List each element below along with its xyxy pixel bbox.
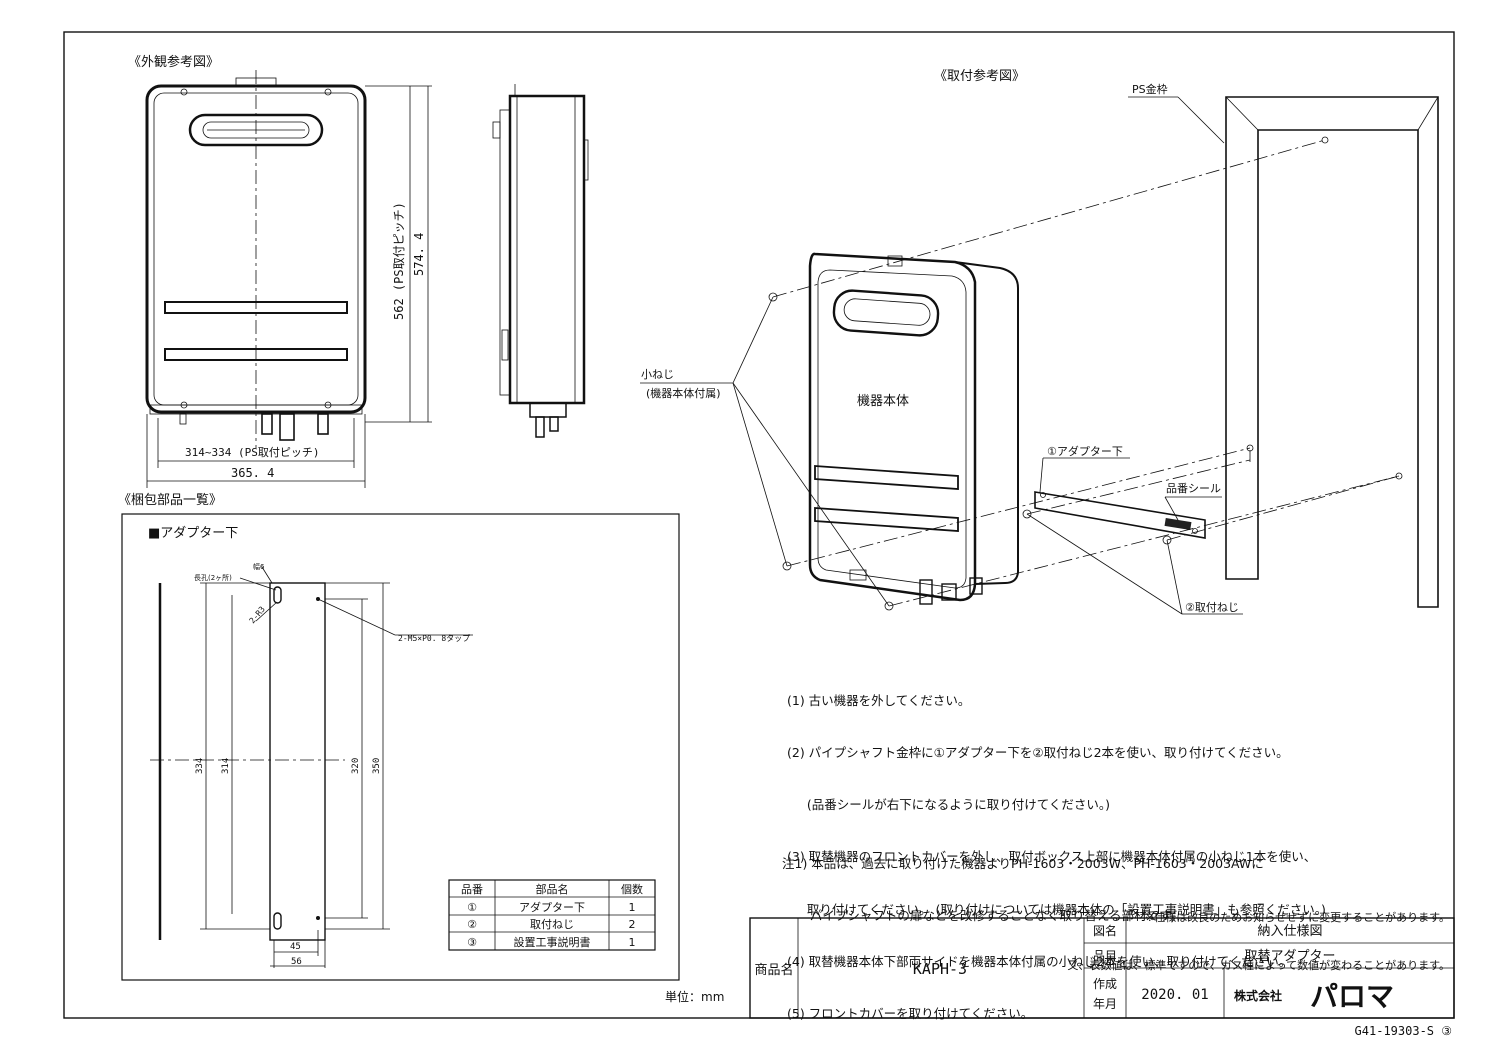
product-name-label: 商品名: [754, 962, 793, 978]
table-row-1-qty: 1: [629, 901, 636, 914]
company-prefix: 株式会社: [1234, 988, 1282, 1003]
dim-ps-pitch-horizontal: 314~334 (PS取付ピッチ): [185, 446, 319, 459]
exterior-view-title: 《外観参考図》: [128, 54, 219, 70]
table-row-3-name: 設置工事説明書: [514, 935, 591, 949]
item-label: 品目: [1093, 949, 1117, 963]
unit-label: 単位：mm: [665, 989, 724, 1004]
dim-ps-pitch-vertical: 562 (PS取付ピッチ): [392, 202, 406, 320]
install-view: [640, 96, 1439, 615]
instruction-3: (3) 取替機器のフロントカバーを外し、取付ボックス上部に機器本体付属の小ねじ1…: [787, 849, 1317, 865]
package-parts-title: 《梱包部品一覧》: [118, 492, 222, 508]
adapter-lower-title: ■アダプター下: [148, 526, 238, 541]
product-name: KAPH-3: [913, 960, 967, 978]
dim-tap: 2-M5×P0. 8タップ: [398, 634, 470, 643]
drawing-name: 納入仕様図: [1257, 924, 1322, 939]
install-view-title: 《取付参考図》: [934, 68, 1025, 84]
spec-notice-2: 又、表数値は、標準ですので、ガス種によって数値が変わることがあります。: [1067, 959, 1450, 972]
table-row-1-number: ①: [467, 901, 477, 914]
dim-56: 56: [291, 957, 302, 967]
dim-height: 574. 4: [412, 233, 426, 276]
date-label-1: 作成: [1093, 977, 1117, 991]
item-name: 取替アダプター: [1244, 949, 1335, 964]
note-block: 注1) 本品は、過去に取り付けた機器よりPH-1603・2003W、PH-160…: [782, 820, 1264, 942]
unit-body-label: 機器本体: [857, 394, 909, 409]
drawing-name-label: 図名: [1093, 923, 1117, 938]
note-line-2: パイプシャフトの扉などを改修することなく取り替える部材です。: [782, 908, 1183, 924]
exterior-dimension-lines: [146, 85, 432, 488]
company-logo: パロマ: [1310, 980, 1394, 1013]
table-header-qty: 個数: [621, 883, 643, 896]
table-row-2-number: ②: [467, 918, 477, 931]
exterior-front-view: [145, 70, 367, 448]
dim-350: 350: [372, 758, 382, 774]
instruction-1: (1) 古い機器を外してください。: [787, 692, 971, 708]
dim-hole-width: 幅6: [253, 562, 265, 571]
spec-notice-1: ※仕様は改良のためお知らせせずに変更することがあります。: [1145, 911, 1450, 924]
part-seal-label: 品番シール: [1166, 482, 1221, 495]
instruction-2: (2) パイプシャフト金枠に①アダプター下を②取付ねじ2本を使い、取り付けてくだ…: [787, 745, 1289, 761]
instruction-2-note: (品番シールが右下になるように取り付けてください。): [787, 797, 1110, 813]
spec-notice: ※仕様は改良のためお知らせせずに変更することがあります。 又、表数値は、標準です…: [1067, 878, 1450, 990]
package-parts-box: [121, 513, 680, 981]
dim-334: 334: [195, 758, 205, 774]
table-header-name: 部品名: [536, 882, 569, 896]
table-row-2-name: 取付ねじ: [530, 918, 574, 931]
instruction-5: (5) フロントカバーを取り付けてください。: [787, 1006, 1034, 1022]
table-header-number: 品番: [461, 883, 483, 896]
dim-45: 45: [290, 942, 301, 952]
creation-date: 2020. 01: [1141, 987, 1208, 1003]
note-line-1: 注1) 本品は、過去に取り付けた機器よりPH-1603・2003W、PH-160…: [782, 855, 1264, 871]
parts-table: [448, 879, 656, 951]
small-screw-note: (機器本体付属): [646, 386, 721, 400]
instruction-3-cont: 取り付けてください。 (取り付けについては機器本体の「設置工事説明書」も参照くだ…: [787, 901, 1326, 917]
instructions-list: (1) 古い機器を外してください。 (2) パイプシャフト金枠に①アダプター下を…: [787, 657, 1326, 1040]
table-row-3-qty: 1: [629, 936, 636, 949]
small-screw-label: 小ねじ: [641, 368, 674, 381]
dim-314: 314: [221, 758, 231, 774]
dim-width: 365. 4: [231, 466, 274, 480]
ps-frame-label: PS金枠: [1132, 82, 1168, 96]
adapter-lower-drawing: [150, 566, 473, 968]
table-row-1-name: アダプター下: [519, 900, 585, 914]
title-block-lines: [749, 917, 1455, 1019]
mount-screw-callout: ②取付ねじ: [1185, 601, 1239, 614]
document-number: G41-19303-S ③: [1355, 1024, 1452, 1038]
adapter-callout: ①アダプター下: [1047, 444, 1123, 458]
dim-320: 320: [351, 758, 361, 774]
dim-long-hole: 長孔(2ヶ所): [194, 573, 232, 582]
table-row-3-number: ③: [467, 936, 477, 949]
dim-hole-spacing: 2-R3: [248, 605, 267, 626]
exterior-side-view: [492, 84, 589, 438]
date-label-2: 年月: [1093, 997, 1117, 1011]
instruction-4: (4) 取替機器本体下部両サイドを機器本体付属の小ねじ2本を使い、取り付けてくだ…: [787, 953, 1292, 969]
table-row-2-qty: 2: [629, 918, 636, 931]
